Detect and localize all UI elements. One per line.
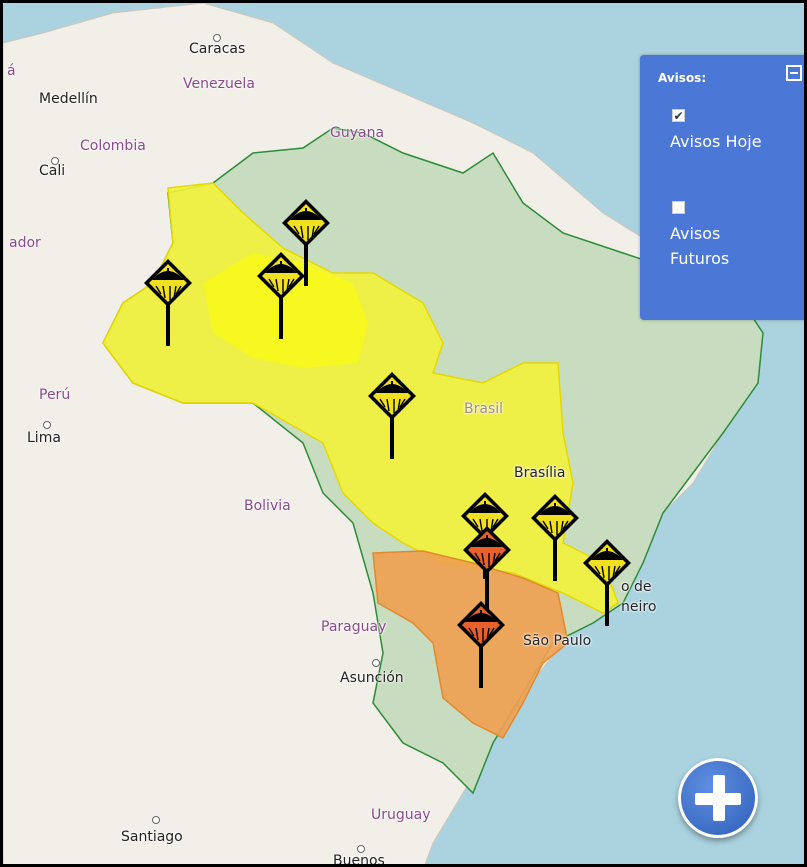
- avisos-futuros-label-2[interactable]: Futuros: [670, 249, 730, 268]
- buenos-dot: [357, 845, 365, 853]
- place-medellin: Medellín: [39, 91, 98, 107]
- place-caracas: Caracas: [189, 41, 246, 57]
- place-paraguay: Paraguay: [321, 619, 387, 635]
- place-colombia: Colombia: [80, 138, 146, 154]
- yellow-alert-core: [203, 253, 368, 368]
- avisos-futuros-checkbox[interactable]: [672, 201, 685, 214]
- place-venezuela: Venezuela: [183, 76, 255, 92]
- asuncion-dot: [372, 659, 380, 667]
- avisos-hoje-label[interactable]: Avisos Hoje: [670, 132, 762, 151]
- place-peru: Perú: [39, 387, 71, 403]
- alert-marker-icon[interactable]: [281, 198, 331, 288]
- place-asuncion: Asunción: [340, 670, 404, 686]
- lima-dot: [43, 421, 51, 429]
- caracas-dot: [213, 34, 221, 42]
- place-sao-paulo: São Paulo: [523, 633, 592, 649]
- plus-icon[interactable]: [678, 758, 758, 838]
- place-rio-de-janeiro: o de neiro: [621, 579, 657, 615]
- place-buenos: Buenos: [333, 853, 385, 867]
- alert-marker-icon[interactable]: [582, 538, 632, 628]
- place-ecuador: ador: [9, 235, 41, 251]
- place-uruguay: Uruguay: [371, 807, 431, 823]
- place-santiago: Santiago: [121, 829, 183, 845]
- alert-marker-icon[interactable]: [367, 371, 417, 461]
- alert-marker-icon[interactable]: [462, 525, 512, 615]
- place-a-fragment: á: [7, 63, 16, 79]
- collapse-button[interactable]: [786, 65, 802, 81]
- place-lima: Lima: [27, 430, 61, 446]
- check-icon: ✔: [673, 109, 684, 123]
- place-brasilia: Brasília: [514, 465, 566, 481]
- alert-marker-icon[interactable]: [456, 600, 506, 690]
- place-brasil: Brasil: [464, 401, 504, 417]
- place-bolivia: Bolivia: [244, 498, 291, 514]
- alert-marker-icon[interactable]: [256, 251, 306, 341]
- avisos-hoje-checkbox[interactable]: ✔: [672, 109, 685, 122]
- place-guyana: Guyana: [330, 125, 385, 141]
- alert-marker-icon[interactable]: [530, 493, 580, 583]
- alert-marker-icon[interactable]: [143, 258, 193, 348]
- legend-panel: Avisos: ✔ Avisos Hoje Avisos Futuros: [640, 55, 804, 320]
- avisos-futuros-label-1[interactable]: Avisos: [670, 224, 721, 243]
- cali-dot: [51, 157, 59, 165]
- alert-marker-icon[interactable]: [460, 491, 510, 581]
- place-cali: Cali: [39, 163, 66, 179]
- santiago-dot: [152, 816, 160, 824]
- legend-title: Avisos:: [658, 71, 707, 85]
